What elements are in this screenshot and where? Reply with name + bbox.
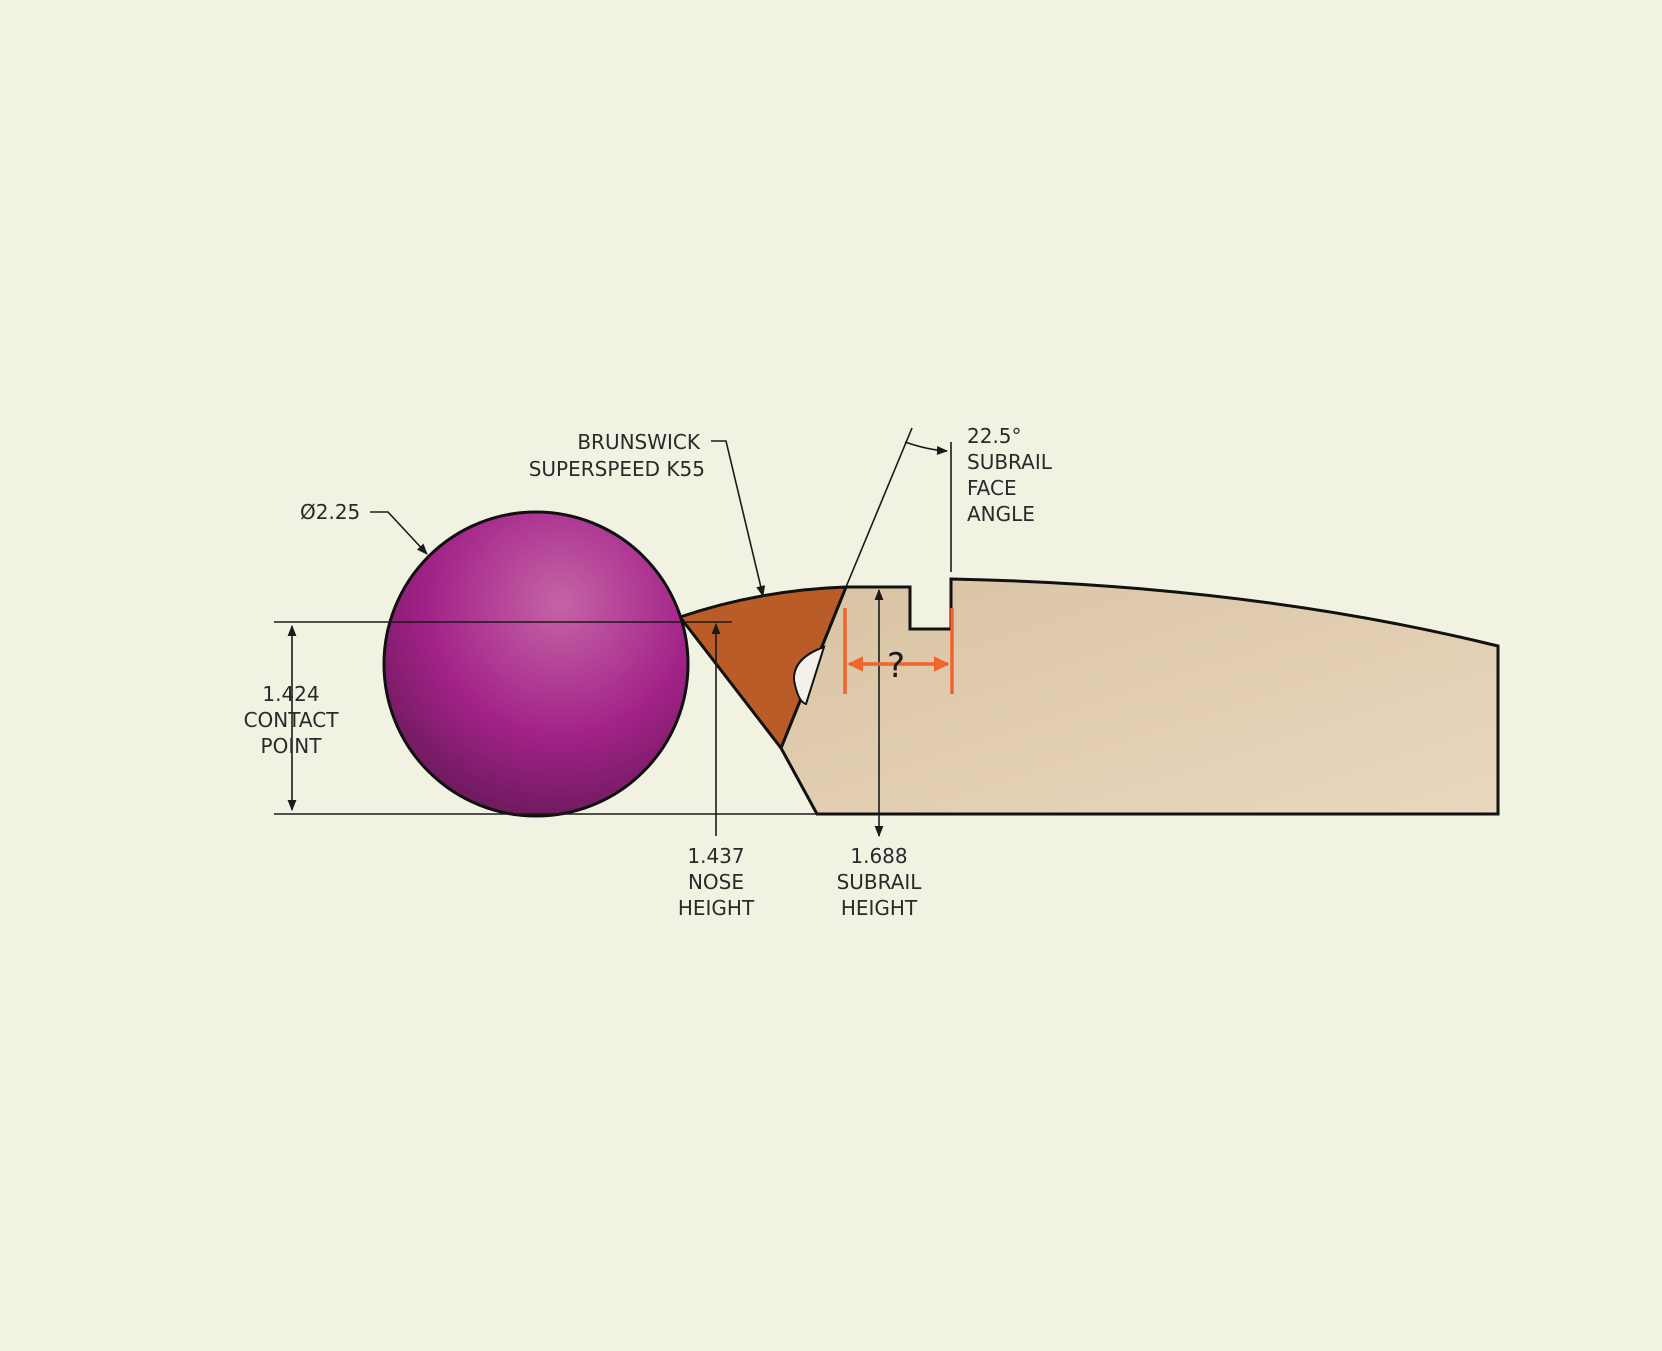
cushion-leader	[711, 440, 766, 598]
cushion-hole	[792, 645, 826, 706]
unknown-gap-label: ?	[887, 646, 905, 686]
nose-label-line2: NOSE	[688, 870, 744, 894]
subrail-label-line2: SUBRAIL	[837, 870, 923, 894]
nose-label-line1: 1.437	[687, 844, 744, 868]
face-angle-arc	[904, 441, 949, 455]
face-angle-extension	[845, 427, 913, 588]
contact-label-line1: 1.424	[262, 682, 319, 706]
cushion-name-line2: SUPERSPEED K55	[529, 457, 705, 481]
nose-label-line3: HEIGHT	[678, 896, 755, 920]
face-angle-line4: ANGLE	[967, 502, 1035, 526]
cushion-name-line1: BRUNSWICK	[577, 430, 701, 454]
cushion-rubber	[677, 585, 849, 751]
subrail-label-line3: HEIGHT	[841, 896, 918, 920]
ball	[382, 510, 690, 818]
face-angle-line1: 22.5°	[967, 424, 1022, 448]
ball-diameter-leader	[370, 511, 428, 555]
subrail-profile	[779, 577, 1500, 816]
face-angle-line3: FACE	[967, 476, 1017, 500]
contact-label-line3: POINT	[261, 734, 323, 758]
face-angle-line2: SUBRAIL	[967, 450, 1053, 474]
subrail-label-line1: 1.688	[850, 844, 907, 868]
ball-diameter-label: Ø2.25	[300, 500, 360, 524]
contact-label-line2: CONTACT	[244, 708, 340, 732]
